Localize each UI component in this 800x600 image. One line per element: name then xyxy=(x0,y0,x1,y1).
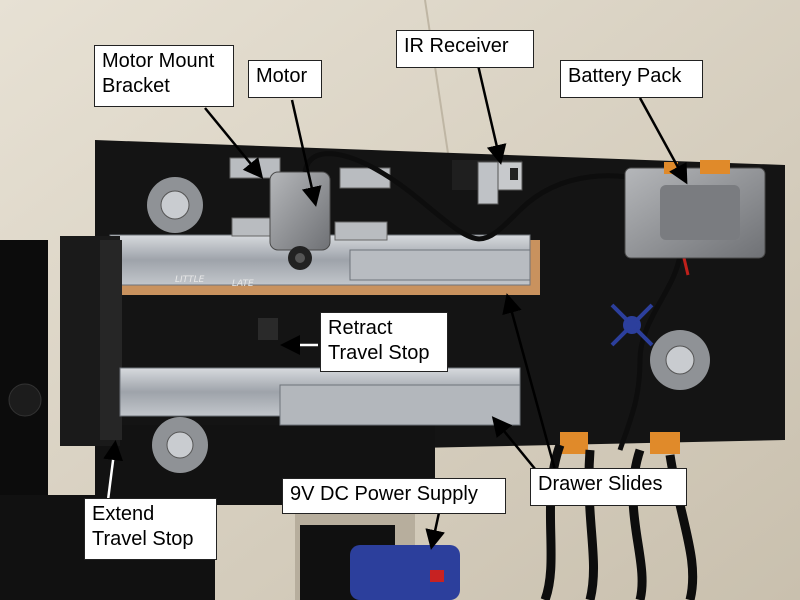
label-drawer-slides: Drawer Slides xyxy=(530,468,687,506)
orange-fitting-right xyxy=(650,432,680,454)
bolt-top-left xyxy=(147,177,203,233)
battery-cable xyxy=(617,254,683,451)
blue-connector xyxy=(610,303,654,347)
arrow-drawer-slides-upper xyxy=(502,293,557,471)
arrow-extend-travel-stop xyxy=(103,440,124,501)
arrow-ir-receiver xyxy=(476,64,507,165)
bracket-plate-bottom-right xyxy=(334,221,388,241)
bolt-right xyxy=(650,330,710,390)
retract-stop-block xyxy=(258,318,278,340)
bracket-knob xyxy=(8,383,42,417)
label-motor: Motor xyxy=(248,60,322,98)
lower-slide-rail xyxy=(279,384,521,426)
orange-fitting-left xyxy=(560,432,588,454)
label-battery-pack: Battery Pack xyxy=(560,60,703,98)
ir-receiver xyxy=(452,160,523,205)
power-supply xyxy=(350,545,460,600)
carriage-side-plate xyxy=(100,240,122,440)
label-9v-dc-power-supply: 9V DC Power Supply xyxy=(282,478,506,514)
bolt-bottom xyxy=(152,417,208,473)
label-extend-travel-stop: Extend Travel Stop xyxy=(84,498,217,560)
motor-cable xyxy=(302,151,661,242)
label-motor-mount-bracket: Motor Mount Bracket xyxy=(94,45,234,107)
red-wire xyxy=(682,257,690,276)
label-ir-receiver: IR Receiver xyxy=(396,30,534,68)
slide-marking-left: LITTLE xyxy=(175,275,205,285)
arrow-motor xyxy=(290,99,322,207)
upper-slide-rail xyxy=(349,249,531,281)
battery-pack xyxy=(624,160,766,259)
arrow-power-supply xyxy=(425,507,445,550)
arrow-motor-mount-bracket xyxy=(204,107,264,179)
label-retract-travel-stop: Retract Travel Stop xyxy=(320,312,448,372)
slide-marking-right: LATE xyxy=(232,279,254,289)
arrow-battery-pack xyxy=(638,97,688,185)
arrow-drawer-slides-lower xyxy=(491,416,541,476)
